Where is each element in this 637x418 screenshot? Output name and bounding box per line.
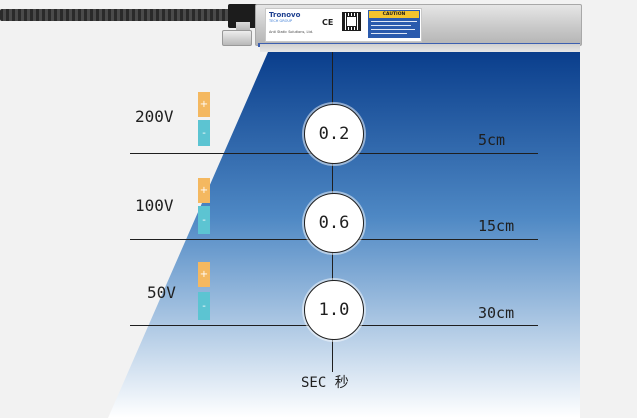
negative-indicator: - bbox=[198, 206, 210, 234]
positive-indicator: + bbox=[198, 92, 210, 117]
brand-tagline: Anti Static Solutions, Ltd. bbox=[269, 30, 314, 34]
brand-subtitle: TECH GROUP bbox=[269, 19, 293, 23]
ionizer-bar-emitter bbox=[260, 44, 580, 52]
positive-indicator: + bbox=[198, 178, 210, 203]
caution-heading: CAUTION bbox=[369, 11, 419, 18]
qr-code-center bbox=[346, 16, 357, 27]
voltage-label: 50V bbox=[147, 283, 176, 302]
distance-label: 15cm bbox=[478, 217, 515, 235]
caution-text-line bbox=[371, 29, 415, 30]
negative-indicator: - bbox=[198, 120, 210, 146]
voltage-label: 200V bbox=[135, 107, 174, 126]
time-axis-label: SEC 秒 bbox=[301, 375, 349, 391]
voltage-label: 100V bbox=[135, 196, 174, 215]
distance-label: 30cm bbox=[478, 304, 515, 322]
negative-indicator: - bbox=[198, 292, 210, 320]
caution-text-line bbox=[371, 33, 407, 34]
brand-name: Tronovo bbox=[269, 11, 301, 19]
decay-time-circle: 0.2 bbox=[304, 104, 364, 164]
decay-time-circle: 0.6 bbox=[304, 193, 364, 253]
caution-text-line bbox=[371, 25, 411, 26]
ce-mark: CE bbox=[322, 18, 334, 27]
positive-indicator: + bbox=[198, 262, 210, 287]
power-cable bbox=[0, 9, 236, 21]
distance-label: 5cm bbox=[478, 131, 506, 149]
air-fitting bbox=[222, 30, 252, 46]
decay-time-circle: 1.0 bbox=[304, 280, 364, 340]
caution-text-line bbox=[371, 21, 417, 22]
